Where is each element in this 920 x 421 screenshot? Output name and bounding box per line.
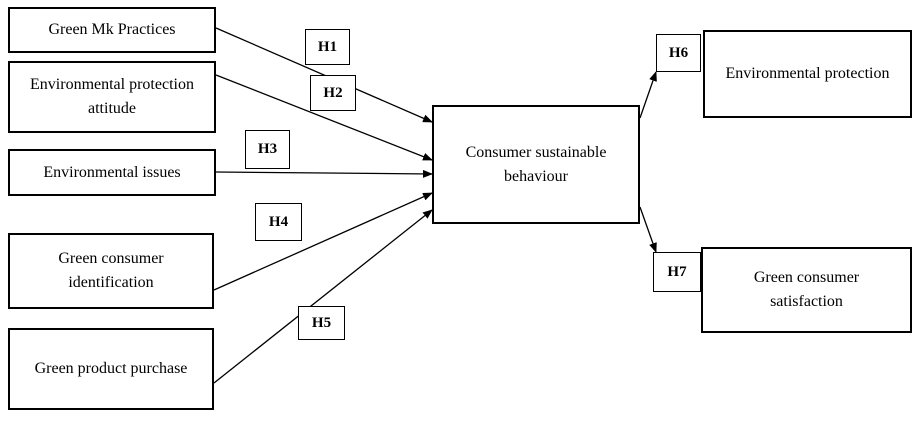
arrow-environmental-issues-to-csb xyxy=(215,169,433,178)
construct-label: Environmental protection xyxy=(725,65,890,82)
construct-label: Green consumer satisfaction xyxy=(753,269,860,310)
construct-green-product-purchase: Green product purchase xyxy=(8,328,214,410)
hypothesis-label-text: H1 xyxy=(317,38,338,55)
arrow-green-consumer-identification-to-csb xyxy=(213,192,433,291)
arrow-env-protection-attitude-to-csb xyxy=(215,74,433,161)
construct-label: Environmental protection attitude xyxy=(30,76,194,117)
arrow-csb-to-environmental-protection xyxy=(639,71,657,119)
construct-label: Green product purchase xyxy=(34,360,188,377)
hypothesis-h7-label: H7 xyxy=(653,252,701,292)
arrow-csb-to-green-consumer-satisfaction xyxy=(639,206,657,253)
construct-label: Consumer sustainable behaviour xyxy=(465,143,607,185)
construct-label: Environmental issues xyxy=(43,163,181,181)
arrow-green-product-purchase-to-csb xyxy=(213,209,433,384)
construct-label: Green Mk Practices xyxy=(48,21,176,38)
construct-environmental-protection: Environmental protection xyxy=(703,30,912,118)
hypothesis-label-text: H2 xyxy=(323,84,343,101)
hypothesis-h2-label: H2 xyxy=(310,75,356,111)
construct-green-consumer-identification: Green consumer identification xyxy=(8,233,214,309)
hypothesis-h4-label: H4 xyxy=(255,203,302,241)
hypothesis-h3-label: H3 xyxy=(245,130,290,169)
hypothesis-h6-label: H6 xyxy=(656,34,701,72)
hypothesis-label-text: H4 xyxy=(268,213,289,230)
hypothesis-label-text: H7 xyxy=(667,263,687,280)
hypothesis-h1-label: H1 xyxy=(305,29,350,65)
hypothesis-label-text: H6 xyxy=(668,44,689,61)
construct-consumer-sustainable-behaviour: Consumer sustainable behaviour xyxy=(432,105,640,224)
construct-label: Green consumer identification xyxy=(58,250,164,291)
construct-green-mk-practices: Green Mk Practices xyxy=(8,7,216,53)
construct-green-consumer-satisfaction: Green consumer satisfaction xyxy=(701,247,912,333)
hypothesis-label-text: H3 xyxy=(257,141,278,157)
hypothesis-h5-label: H5 xyxy=(298,306,345,340)
construct-environmental-issues: Environmental issues xyxy=(8,149,216,196)
hypothesis-label-text: H5 xyxy=(311,314,332,331)
construct-env-protection-attitude: Environmental protection attitude xyxy=(8,61,216,133)
